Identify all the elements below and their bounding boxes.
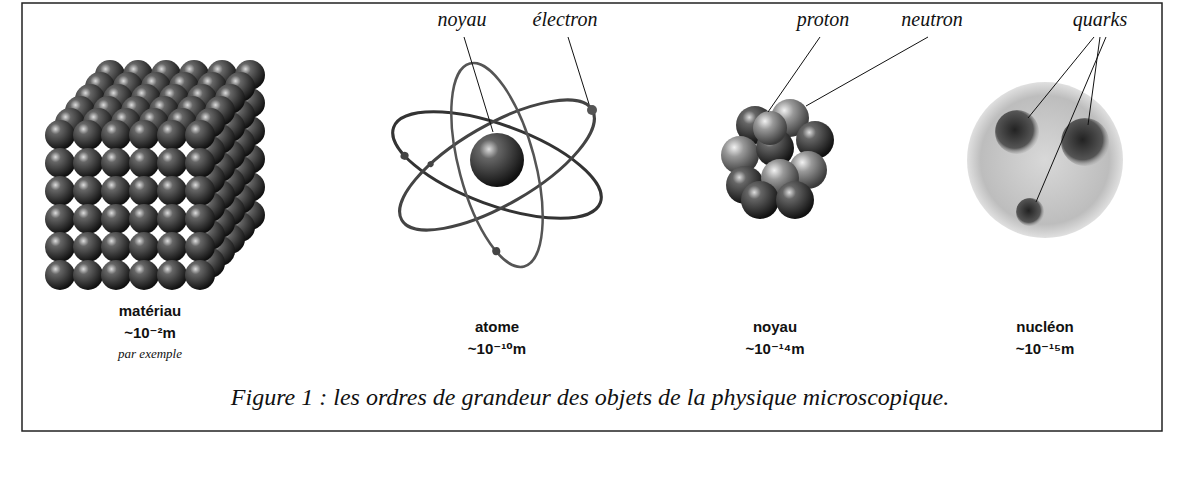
atom-sphere [157,232,187,262]
atom-sphere [45,232,75,262]
atom-drawing [380,54,614,277]
atom-sphere [73,204,103,234]
nucleon-drawing [967,82,1123,238]
atom-sphere [185,148,215,178]
atom-sphere [101,120,131,150]
object-name: nucléon [1016,318,1074,335]
atom-sphere [45,204,75,234]
atom-sphere [185,260,215,290]
atom-sphere [129,176,159,206]
atom-sphere [129,204,159,234]
atom-sphere [129,232,159,262]
atom-sphere [185,232,215,262]
part-label: électron [533,8,598,31]
atom-sphere [101,148,131,178]
size-value: ~10⁻²m [124,324,176,342]
atom-sphere [185,120,215,150]
atom-sphere [129,148,159,178]
atom-sphere [45,176,75,206]
part-label: quarks [1073,8,1127,31]
note: par exemple [118,346,182,362]
figure-caption: Figure 1 : les ordres de grandeur des ob… [231,384,949,411]
atom-sphere [157,148,187,178]
atom-sphere [185,204,215,234]
part-label: noyau [438,8,487,31]
atom-sphere [129,120,159,150]
atom-sphere [73,176,103,206]
size-value: ~10⁻¹⁵m [1016,340,1075,358]
atom-sphere [157,260,187,290]
atom-sphere [157,204,187,234]
atom-sphere [101,232,131,262]
part-label: proton [797,8,850,31]
atom-sphere [101,176,131,206]
atom-sphere [73,148,103,178]
nucleus-drawing [721,99,834,219]
atom-sphere [73,120,103,150]
atom-sphere [101,204,131,234]
object-name: matériau [119,302,182,319]
part-label: neutron [901,8,962,31]
atom-sphere [45,260,75,290]
atom-sphere [73,260,103,290]
atom-sphere [45,120,75,150]
object-name: atome [475,318,519,335]
size-value: ~10⁻¹⁰m [468,340,526,358]
atom-sphere [185,176,215,206]
atom-sphere [129,260,159,290]
figure-frame [22,3,1162,431]
material-cube [45,60,265,290]
atom-sphere [101,260,131,290]
atom-sphere [73,232,103,262]
atom-sphere [157,120,187,150]
atom-sphere [45,148,75,178]
leader-lines [464,37,1106,202]
size-value: ~10⁻¹⁴m [745,340,804,358]
atom-sphere [157,176,187,206]
object-name: noyau [753,318,797,335]
